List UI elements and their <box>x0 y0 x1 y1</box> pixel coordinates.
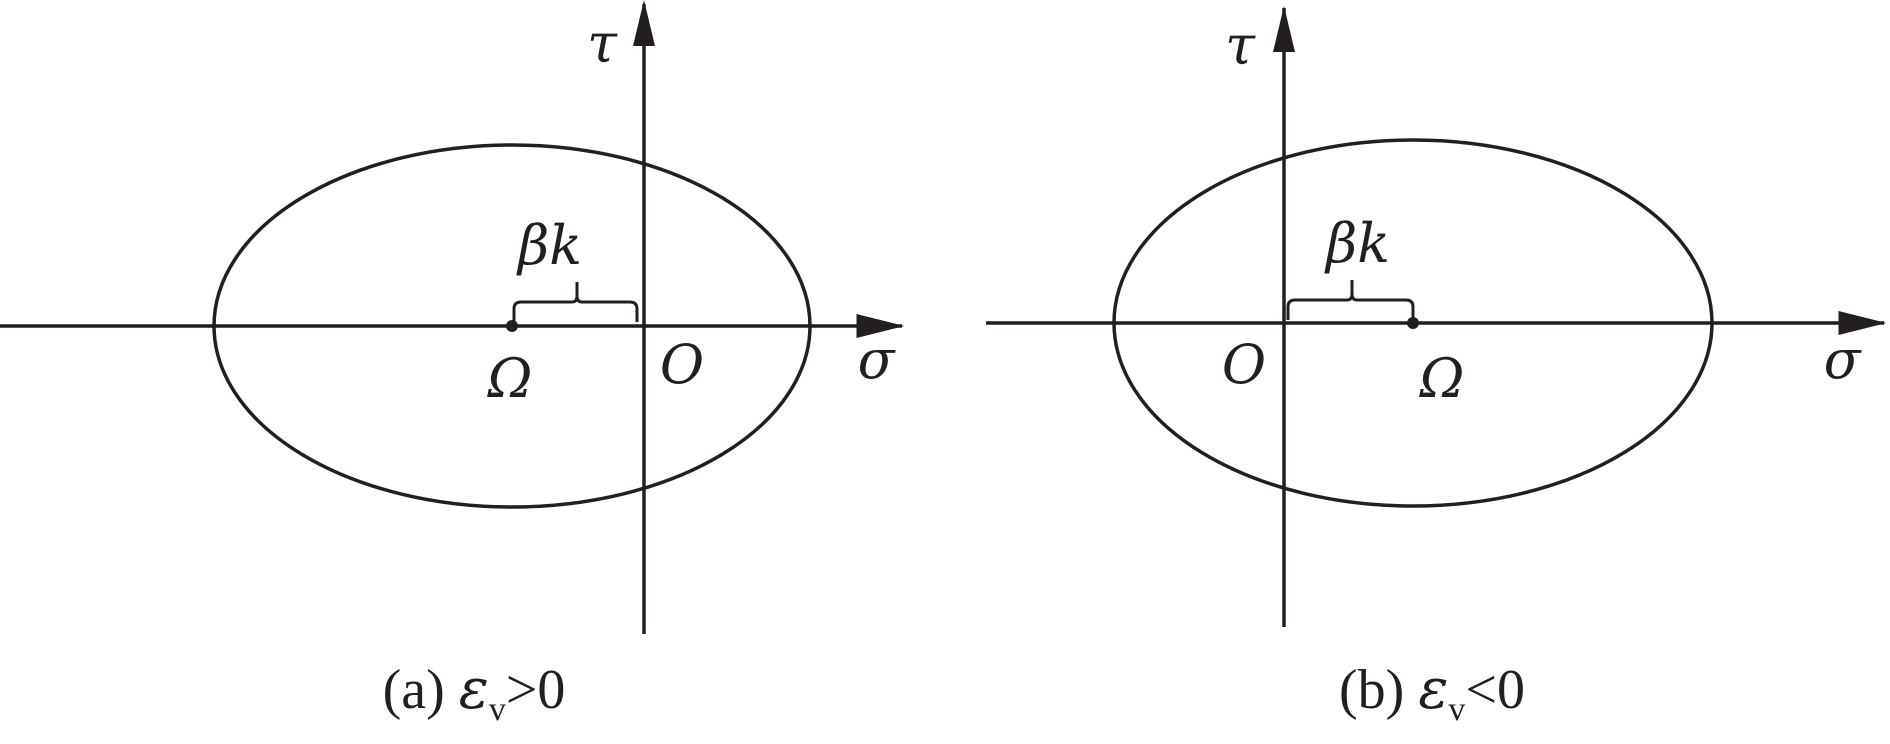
panel-b: βk Ω O σ τ (b) εv<0 <box>986 6 1887 728</box>
center-point <box>506 320 518 332</box>
caption-a: (a) εv>0 <box>383 657 566 728</box>
tau-label: τ <box>587 12 618 75</box>
panel-a: βk Ω O σ τ (a) εv>0 <box>0 0 905 728</box>
offset-brace <box>512 282 639 322</box>
center-point <box>1407 317 1419 329</box>
tau-arrowhead-icon <box>633 0 655 46</box>
stress-ellipse <box>1112 138 1714 508</box>
caption-b: (b) εv<0 <box>1339 657 1525 728</box>
tau-label: τ <box>1225 14 1256 77</box>
offset-brace <box>1286 280 1415 320</box>
offset-label: βk <box>516 214 582 277</box>
origin-label: O <box>1222 333 1266 396</box>
center-label: Ω <box>487 347 533 410</box>
origin-label: O <box>660 333 704 396</box>
sigma-label: σ <box>1824 328 1863 391</box>
center-label: Ω <box>1419 347 1465 410</box>
offset-label: βk <box>1324 212 1390 275</box>
tau-arrowhead-icon <box>1273 6 1295 52</box>
stress-ellipse <box>212 143 812 509</box>
sigma-label: σ <box>858 328 897 391</box>
